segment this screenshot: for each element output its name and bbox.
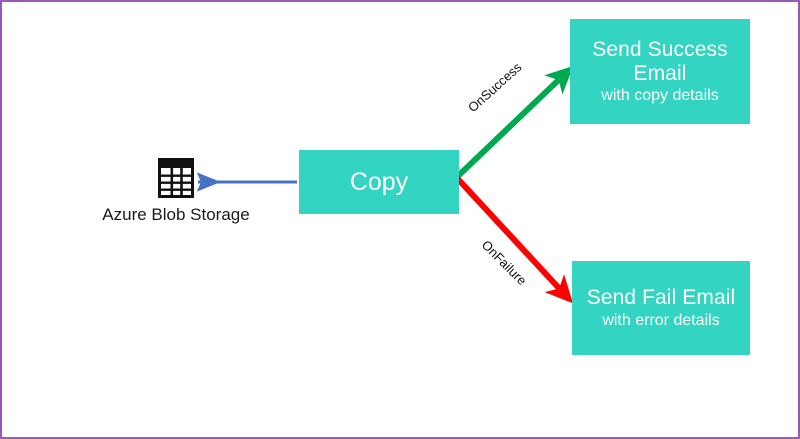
edge-label-onsuccess: OnSuccess: [464, 59, 525, 116]
node-send-success-email-subtitle: with copy details: [601, 87, 719, 105]
edge-label-onfailure: OnFailure: [478, 237, 530, 289]
node-send-success-email-title-line2: Email: [633, 61, 687, 85]
node-copy-activity[interactable]: Copy: [299, 150, 459, 214]
node-azure-blob-storage[interactable]: Azure Blob Storage: [90, 158, 262, 225]
node-send-fail-email[interactable]: Send Fail Email with error details: [572, 261, 750, 355]
node-azure-blob-storage-label: Azure Blob Storage: [102, 205, 250, 224]
edge-copy-to-success-email: [455, 65, 574, 179]
node-copy-label: Copy: [349, 168, 409, 196]
table-grid-icon: [158, 158, 194, 198]
node-send-success-email[interactable]: Send Success Email with copy details: [570, 19, 750, 124]
node-send-fail-email-subtitle: with error details: [602, 311, 720, 329]
node-send-fail-email-title: Send Fail Email: [586, 286, 736, 310]
node-send-success-email-title-line1: Send Success: [592, 38, 728, 62]
